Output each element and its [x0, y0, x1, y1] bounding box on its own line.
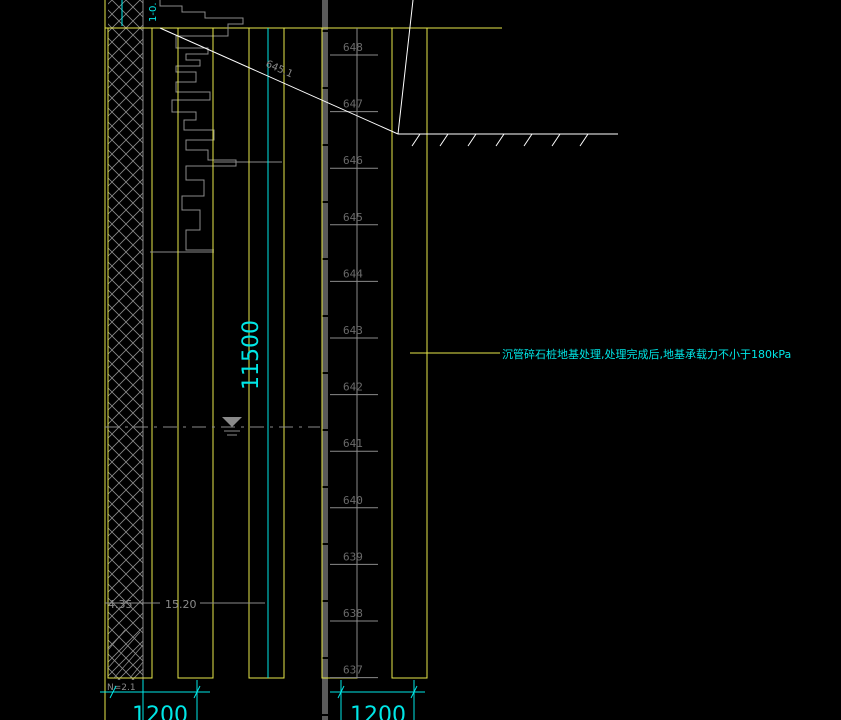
elevation-label: 638	[343, 607, 363, 620]
elevation-label: 646	[343, 154, 363, 167]
pile-outline-2	[177, 27, 214, 679]
side-label-left: 4.35	[108, 598, 133, 611]
side-label-right: 15.20	[165, 598, 197, 611]
elevation-scale: 648 647 646 645 644 643 642 641 640 639 638 637	[330, 41, 378, 679]
elevation-label: 637	[343, 664, 363, 677]
soil-layer-profile	[159, 0, 244, 251]
elevation-label: 641	[343, 437, 363, 450]
elevation-label: 645	[343, 211, 363, 224]
pile-outline-3	[248, 27, 285, 679]
top-label: 1-0.	[148, 2, 159, 22]
elevation-label: 640	[343, 494, 363, 507]
width-dim-tick-left-1	[109, 685, 117, 699]
width-label-left: 1200	[132, 703, 188, 720]
elevation-label: 643	[343, 324, 363, 337]
excavation-line	[397, 0, 414, 135]
ground-hatch-marks	[411, 133, 589, 147]
bottom-hatch	[107, 629, 144, 679]
hatched-soil-zone	[108, 0, 143, 680]
elevation-label: 644	[343, 267, 363, 280]
elevation-label: 647	[343, 98, 363, 111]
n-label: N=2.1	[107, 683, 136, 693]
width-label-right: 1200	[350, 703, 406, 720]
slope-line	[159, 27, 399, 135]
elevation-label: 639	[343, 550, 363, 563]
elevation-label: 642	[343, 381, 363, 394]
elevation-label: 648	[343, 41, 363, 54]
treatment-note: 沉管碎石桩地基处理,处理完成后,地基承载力不小于180kPa	[502, 347, 791, 361]
pile-length-label: 11500	[239, 320, 264, 390]
water-level-symbol	[222, 417, 242, 427]
